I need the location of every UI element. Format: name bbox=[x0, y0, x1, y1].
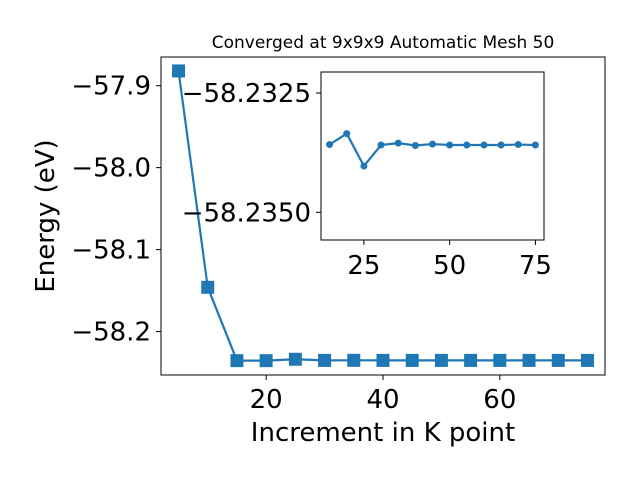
inset-y-tick-label: −58.2350 bbox=[182, 198, 311, 228]
main-data-point bbox=[522, 353, 536, 367]
main-series bbox=[172, 64, 594, 368]
main-data-point bbox=[347, 353, 361, 367]
main-x-tick-label: 60 bbox=[483, 385, 516, 415]
inset-data-point bbox=[480, 141, 488, 149]
main-x-ticks: 20 40 60 bbox=[250, 375, 516, 415]
inset-data-point bbox=[463, 141, 471, 149]
inset-data-point bbox=[446, 141, 454, 149]
main-y-ticks: −57.9 −58.0 −58.1 −58.2 bbox=[71, 72, 161, 348]
inset-data-point bbox=[360, 162, 368, 170]
inset-x-tick-label: 75 bbox=[519, 251, 552, 281]
inset-data-point bbox=[429, 140, 436, 148]
main-y-tick-label: −58.2 bbox=[71, 318, 151, 348]
inset-data-point bbox=[531, 141, 539, 149]
main-data-point bbox=[434, 353, 448, 367]
chart-title: Converged at 9x9x9 Automatic Mesh 50 bbox=[212, 33, 555, 53]
inset-data-point bbox=[394, 139, 402, 147]
inset-y-tick-label: −58.2325 bbox=[182, 79, 311, 109]
inset-data-point bbox=[497, 141, 505, 149]
inset-data-point bbox=[343, 130, 351, 138]
inset-data-point bbox=[411, 142, 419, 149]
inset-data-point bbox=[514, 141, 522, 149]
inset-data-point bbox=[326, 141, 334, 149]
main-data-point bbox=[201, 280, 215, 294]
inset-x-tick-label: 50 bbox=[433, 251, 466, 281]
x-axis-label: Increment in K point bbox=[251, 418, 515, 448]
inset-y-ticks: −58.2350 −58.2325 bbox=[182, 79, 321, 228]
inset-plot-frame bbox=[320, 71, 545, 241]
main-y-tick-label: −58.1 bbox=[71, 236, 151, 266]
main-data-point bbox=[288, 352, 302, 366]
y-axis-label: Energy (eV) bbox=[31, 139, 61, 292]
inset-x-ticks: 25 50 75 bbox=[347, 240, 552, 281]
inset-x-tick-label: 25 bbox=[347, 251, 380, 281]
main-data-point bbox=[493, 353, 507, 367]
main-data-point bbox=[259, 354, 273, 368]
inset-data-point bbox=[377, 141, 385, 149]
main-data-point bbox=[376, 353, 390, 367]
main-x-tick-label: 40 bbox=[366, 385, 399, 415]
main-data-point bbox=[464, 353, 478, 367]
main-data-point bbox=[551, 353, 565, 367]
main-y-tick-label: −57.9 bbox=[71, 72, 151, 102]
main-data-point bbox=[580, 353, 594, 367]
main-data-point bbox=[172, 64, 186, 78]
main-data-point bbox=[405, 353, 419, 367]
main-data-point bbox=[318, 353, 332, 367]
inset-plot-area bbox=[321, 72, 544, 240]
main-data-point bbox=[230, 354, 244, 368]
main-plot-frame bbox=[160, 56, 606, 376]
inset-plot: 25 50 75 −58.2350 −58.2325 bbox=[182, 71, 552, 281]
inset-series bbox=[326, 130, 539, 170]
main-x-tick-label: 20 bbox=[250, 385, 283, 415]
main-y-tick-label: −58.0 bbox=[71, 154, 151, 184]
